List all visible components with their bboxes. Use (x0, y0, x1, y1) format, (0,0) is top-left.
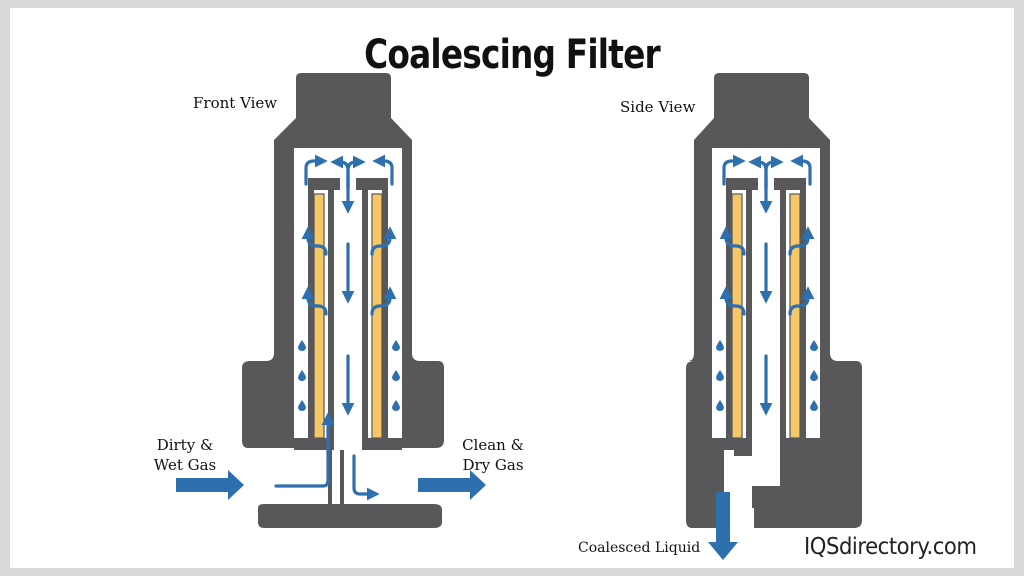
coalescing-filter-illustration (176, 73, 862, 560)
drain-arrow (708, 492, 738, 560)
side-view-label: Side View (620, 98, 696, 116)
inlet-label-line2: Wet Gas (153, 456, 217, 474)
front-view-label: Front View (193, 94, 278, 112)
outlet-label-line1: Clean & (462, 436, 524, 454)
inlet-label-line1: Dirty & (156, 436, 214, 454)
diagram-canvas: Coalescing Filter (10, 8, 1014, 568)
front-filter-media-right (371, 193, 383, 439)
diagram-title: Coalescing Filter (364, 32, 661, 78)
outlet-label-line2: Dry Gas (462, 456, 524, 474)
outlet-arrow (418, 470, 486, 500)
outlet-label: Clean & Dry Gas (458, 435, 528, 475)
drain-label: Coalesced Liquid (578, 540, 701, 556)
side-view-filter (686, 73, 862, 560)
inlet-arrow (176, 470, 244, 500)
brand-logo-text[interactable]: IQSdirectory.com (804, 534, 977, 560)
side-filter-media-right (789, 193, 801, 439)
side-filter-media-left (731, 193, 743, 439)
front-head-cap (258, 504, 442, 528)
front-filter-media-left (313, 193, 325, 439)
front-view-filter (176, 73, 486, 528)
inlet-label: Dirty & Wet Gas (150, 435, 220, 475)
